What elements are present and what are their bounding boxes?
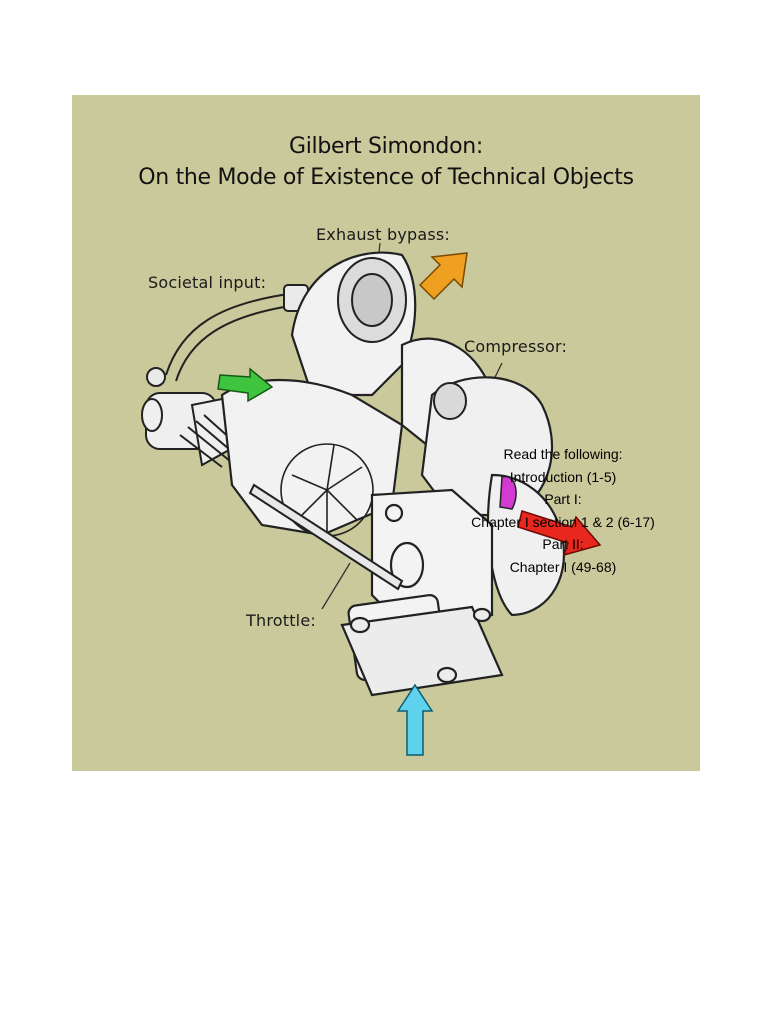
- reading-list: Read the following: Introduction (1-5) P…: [432, 443, 694, 578]
- label-compressor: Compressor:: [464, 337, 568, 356]
- title-line-2: On the Mode of Existence of Technical Ob…: [138, 165, 634, 190]
- slide-title: Gilbert Simondon: On the Mode of Existen…: [72, 131, 700, 193]
- reading-item: Chapter I section 1 & 2 (6-17): [471, 513, 655, 530]
- label-throttle: Throttle:: [246, 611, 316, 630]
- title-line-1: Gilbert Simondon:: [288, 134, 484, 159]
- slide: Gilbert Simondon: On the Mode of Existen…: [72, 95, 700, 771]
- reading-heading: Read the following:: [503, 446, 623, 462]
- label-exhaust-bypass: Exhaust bypass:: [316, 225, 451, 244]
- reading-item: Part II:: [542, 536, 584, 552]
- reading-item: Introduction (1-5): [509, 468, 617, 485]
- turbocharger-diagram: [141, 242, 602, 756]
- label-societal-input: Societal input:: [148, 273, 267, 292]
- reading-item: Part I:: [544, 491, 582, 507]
- reading-item: Chapter I (49-68): [509, 558, 617, 575]
